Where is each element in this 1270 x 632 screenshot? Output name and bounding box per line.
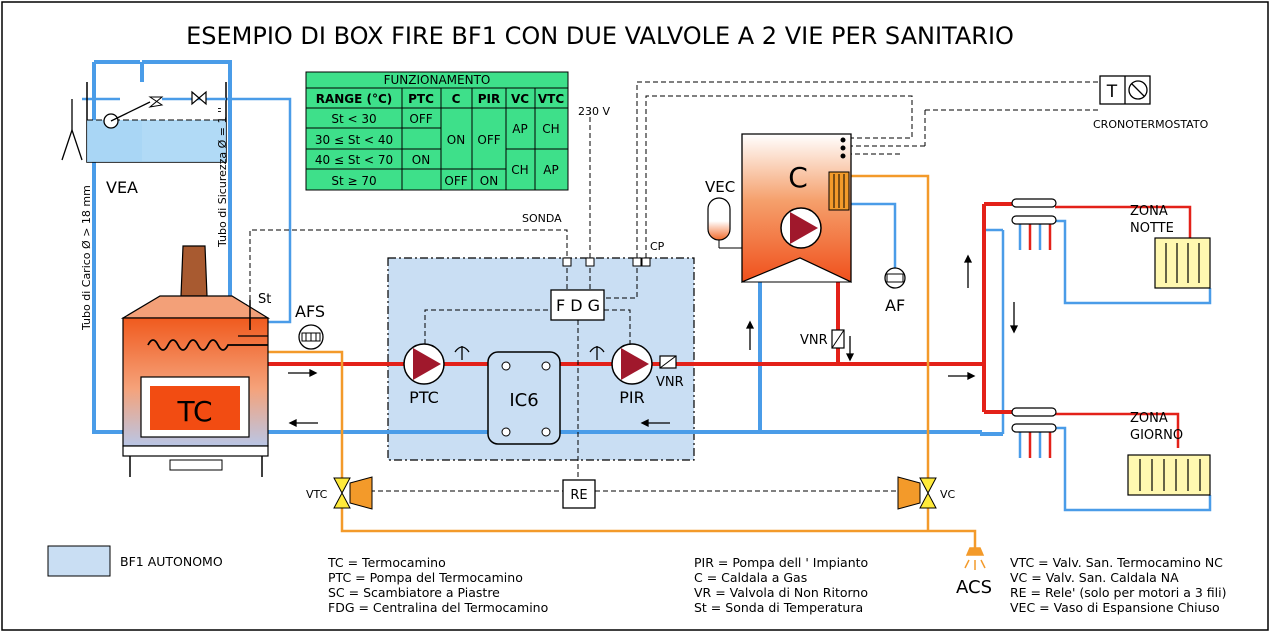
legend-col3-3: RE = Rele' (solo per motori a 3 fili) (1010, 585, 1226, 600)
legend-col2-2: C = Caldala a Gas (694, 570, 807, 585)
legend-col2-1: PIR = Pompa dell ' Impianto (694, 555, 868, 570)
ptc-pump-icon (403, 343, 445, 385)
col-vc: VC (511, 92, 529, 106)
afs-label: AFS (295, 302, 325, 321)
legend-col1-1: TC = Termocamino (327, 555, 446, 570)
vec-vessel-icon (707, 197, 742, 249)
col-range: RANGE (°C) (316, 92, 393, 106)
zona-giorno-label-2: GIORNO (1130, 428, 1183, 443)
cp-label: CP (650, 240, 665, 253)
legend-col1-2: PTC = Pompa del Termocamino (328, 570, 523, 585)
table-header: FUNZIONAMENTO (384, 73, 491, 87)
pir-label: PIR (619, 388, 644, 407)
thin-blue-pipes (82, 97, 1212, 512)
legend-col2-4: St = Sonda di Temperatura (694, 600, 863, 615)
cell-pir-off: OFF (477, 133, 500, 147)
v230-label: 230 V (578, 105, 610, 118)
range-3: 40 ≤ St < 70 (315, 153, 393, 167)
ptc-label: PTC (409, 388, 439, 407)
range-2: 30 ≤ St < 40 (315, 133, 393, 147)
vnr-check-valve-icon (659, 355, 677, 369)
sonda-label: SONDA (522, 212, 562, 225)
st-label: St (258, 292, 271, 307)
connectors (562, 257, 651, 267)
tubo-sicurezza-label: Tubo di Sicurezza Ø = 1 '' (216, 107, 229, 248)
function-table (305, 71, 569, 191)
range-4: St ≥ 70 (331, 174, 376, 188)
af-label: AF (885, 296, 905, 315)
thin-red-pipes (1055, 205, 1192, 448)
thermo-symbols (454, 346, 605, 360)
crono-t-label: T (1106, 82, 1118, 102)
cell-pir-on: ON (480, 174, 498, 188)
bf1-legend-swatch (47, 545, 111, 577)
col-vtc: VTC (538, 92, 564, 106)
crono-label: CRONOTERMOSTATO (1093, 118, 1209, 131)
re-relay (562, 479, 596, 509)
cell-vc-ap: AP (512, 122, 527, 136)
control-wiring (249, 81, 1121, 492)
vnr-label: VNR (656, 375, 684, 390)
cronotermostato (1099, 75, 1151, 105)
re-label: RE (570, 488, 587, 503)
cell-ptc-on: ON (412, 153, 430, 167)
vec-label: VEC (705, 178, 735, 196)
c-label: C (788, 161, 808, 194)
afs-meter-icon (298, 324, 324, 350)
tc-label: TC (176, 395, 212, 428)
legend-col3-4: VEC = Vaso di Espansione Chiuso (1010, 600, 1220, 615)
collector-giorno (1011, 407, 1057, 433)
vnr2-label: VNR (800, 333, 828, 348)
zona-notte-label-2: NOTTE (1130, 221, 1174, 236)
legend-col1-3: SC = Scambiatore a Piastre (328, 585, 500, 600)
col-pir: PIR (478, 92, 501, 106)
vea-label: VEA (106, 178, 138, 197)
cell-c-on: ON (447, 133, 465, 147)
coil (147, 339, 268, 351)
col-ptc: PTC (408, 92, 434, 106)
tubo-carico-label: Tubo di Carico Ø > 18 mm (80, 185, 93, 331)
vea-tank (61, 82, 227, 163)
pir-pump-icon (611, 343, 653, 385)
af-meter-icon (884, 267, 906, 289)
acs-shower-icon (964, 547, 986, 570)
cell-ptc-off: OFF (409, 112, 432, 126)
vc-valve-icon (897, 476, 937, 510)
cell-vc-ch: CH (511, 163, 528, 177)
radiator-giorno (1127, 454, 1211, 496)
termocamino (120, 245, 271, 477)
legend-col3-1: VTC = Valv. San. Termocamino NC (1010, 555, 1223, 570)
radiator-notte (1154, 237, 1211, 289)
zona-notte-label-1: ZONA (1130, 204, 1168, 219)
vc-label: VC (940, 488, 956, 501)
legend-col2-3: VR = Valvola di Non Ritorno (694, 585, 868, 600)
acs-label: ACS (956, 577, 992, 598)
dhw-pipes (268, 174, 977, 548)
bf1-legend-label: BF1 AUTONOMO (120, 554, 223, 569)
col-c: C (452, 92, 461, 106)
vnr2-check-valve-icon (831, 329, 845, 349)
fdg-controller (550, 289, 605, 321)
zona-giorno-label-1: ZONA (1130, 411, 1168, 426)
diagram-title: ESEMPIO DI BOX FIRE BF1 CON DUE VALVOLE … (186, 22, 1014, 50)
legend-col1-4: FDG = Centralina del Termocamino (328, 600, 548, 615)
gate-valve-icon (191, 90, 207, 106)
cell-vtc-ch: CH (542, 122, 559, 136)
vtc-label: VTC (306, 488, 328, 501)
ic6-exchanger (487, 351, 561, 445)
legend-col3-2: VC = Valv. San. Caldala NA (1010, 570, 1179, 585)
collector-notte (1011, 198, 1057, 225)
ic6-label: IC6 (509, 390, 538, 411)
vtc-valve-icon (333, 476, 373, 510)
cell-vtc-ap: AP (543, 163, 558, 177)
cell-c-off: OFF (444, 174, 467, 188)
caldaia-boiler (741, 133, 852, 284)
fdg-label: F D G (556, 296, 600, 315)
range-1: St < 30 (331, 112, 376, 126)
